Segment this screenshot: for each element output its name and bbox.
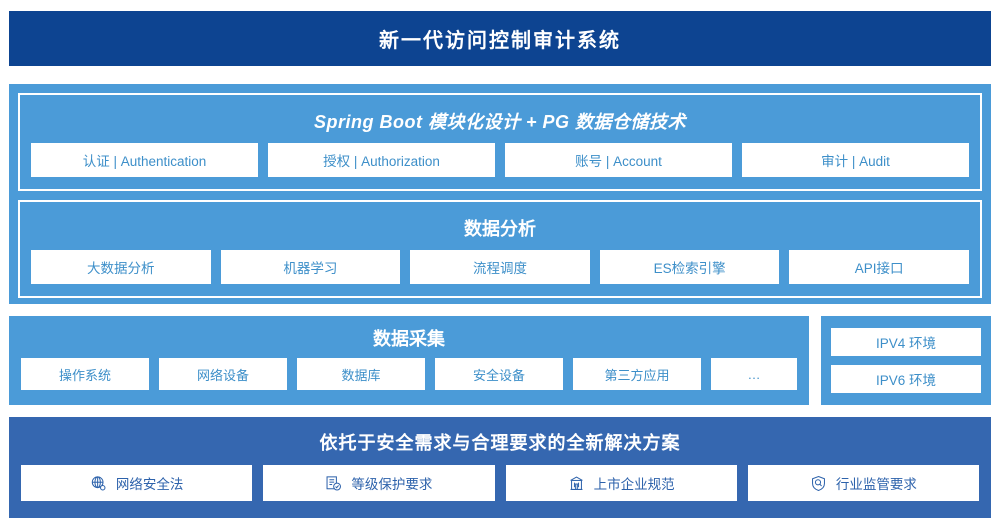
card-ipv6-environment[interactable]: IPV6 环境 [831, 365, 981, 393]
group-title-platform: Spring Boot 模块化设计 + PG 数据仓储技术 [313, 112, 686, 132]
compliance-title: 依托于安全需求与合理要求的全新解决方案 [319, 433, 681, 453]
card-account[interactable]: 账号 | Account [505, 143, 732, 177]
group-title-collection: 数据采集 [373, 329, 445, 349]
card-label: 上市企业规范 [593, 477, 675, 492]
analysis-card-row: 大数据分析 机器学习 流程调度 ES检索引擎 API接口 [31, 250, 969, 284]
card-third-party-app[interactable]: 第三方应用 [573, 358, 701, 390]
page-title: 新一代访问控制审计系统 [379, 30, 621, 52]
card-authorization[interactable]: 授权 | Authorization [268, 143, 495, 177]
card-authentication[interactable]: 认证 | Authentication [31, 143, 258, 177]
card-database[interactable]: 数据库 [297, 358, 425, 390]
card-classified-protection[interactable]: 等级保护要求 [263, 465, 495, 501]
collection-card-row: 操作系统 网络设备 数据库 安全设备 第三方应用 … [21, 358, 797, 390]
card-audit[interactable]: 审计 | Audit [742, 143, 969, 177]
shield-search-icon [810, 475, 827, 492]
group-title-analysis: 数据分析 [464, 219, 536, 239]
card-label: 网络安全法 [115, 477, 184, 492]
card-api-interface[interactable]: API接口 [789, 250, 969, 284]
card-cybersecurity-law[interactable]: 网络安全法 [21, 465, 253, 501]
compliance-panel: 依托于安全需求与合理要求的全新解决方案 网络安全法 [9, 417, 991, 518]
architecture-panel: Spring Boot 模块化设计 + PG 数据仓储技术 认证 | Authe… [9, 84, 991, 304]
collection-panel: 数据采集 操作系统 网络设备 数据库 安全设备 第三方应用 … [9, 316, 809, 405]
architecture-group-analysis: 数据分析 大数据分析 机器学习 流程调度 ES检索引擎 API接口 [18, 200, 982, 298]
card-big-data-analysis[interactable]: 大数据分析 [31, 250, 211, 284]
card-label: 等级保护要求 [351, 477, 433, 492]
architecture-group-platform: Spring Boot 模块化设计 + PG 数据仓储技术 认证 | Authe… [18, 93, 982, 191]
card-industry-regulation[interactable]: 行业监管要求 [747, 465, 979, 501]
collection-section: 数据采集 操作系统 网络设备 数据库 安全设备 第三方应用 … IPV4 环境 … [9, 316, 991, 405]
document-check-icon [325, 475, 342, 492]
bank-building-icon [568, 475, 585, 492]
card-network-device[interactable]: 网络设备 [159, 358, 287, 390]
card-operating-system[interactable]: 操作系统 [21, 358, 149, 390]
card-machine-learning[interactable]: 机器学习 [220, 250, 401, 284]
card-es-search-engine[interactable]: ES检索引擎 [599, 250, 780, 284]
globe-icon [90, 475, 107, 492]
compliance-card-row: 网络安全法 等级保护要求 [21, 465, 979, 501]
card-more[interactable]: … [711, 358, 797, 390]
header-banner: 新一代访问控制审计系统 [9, 11, 991, 66]
platform-card-row: 认证 | Authentication 授权 | Authorization 账… [31, 143, 969, 177]
card-process-scheduling[interactable]: 流程调度 [410, 250, 590, 284]
card-listed-company-standard[interactable]: 上市企业规范 [505, 465, 737, 501]
card-label: 行业监管要求 [835, 477, 917, 492]
card-ipv4-environment[interactable]: IPV4 环境 [831, 328, 981, 356]
card-security-device[interactable]: 安全设备 [435, 358, 563, 390]
environment-panel: IPV4 环境 IPV6 环境 [821, 316, 991, 405]
